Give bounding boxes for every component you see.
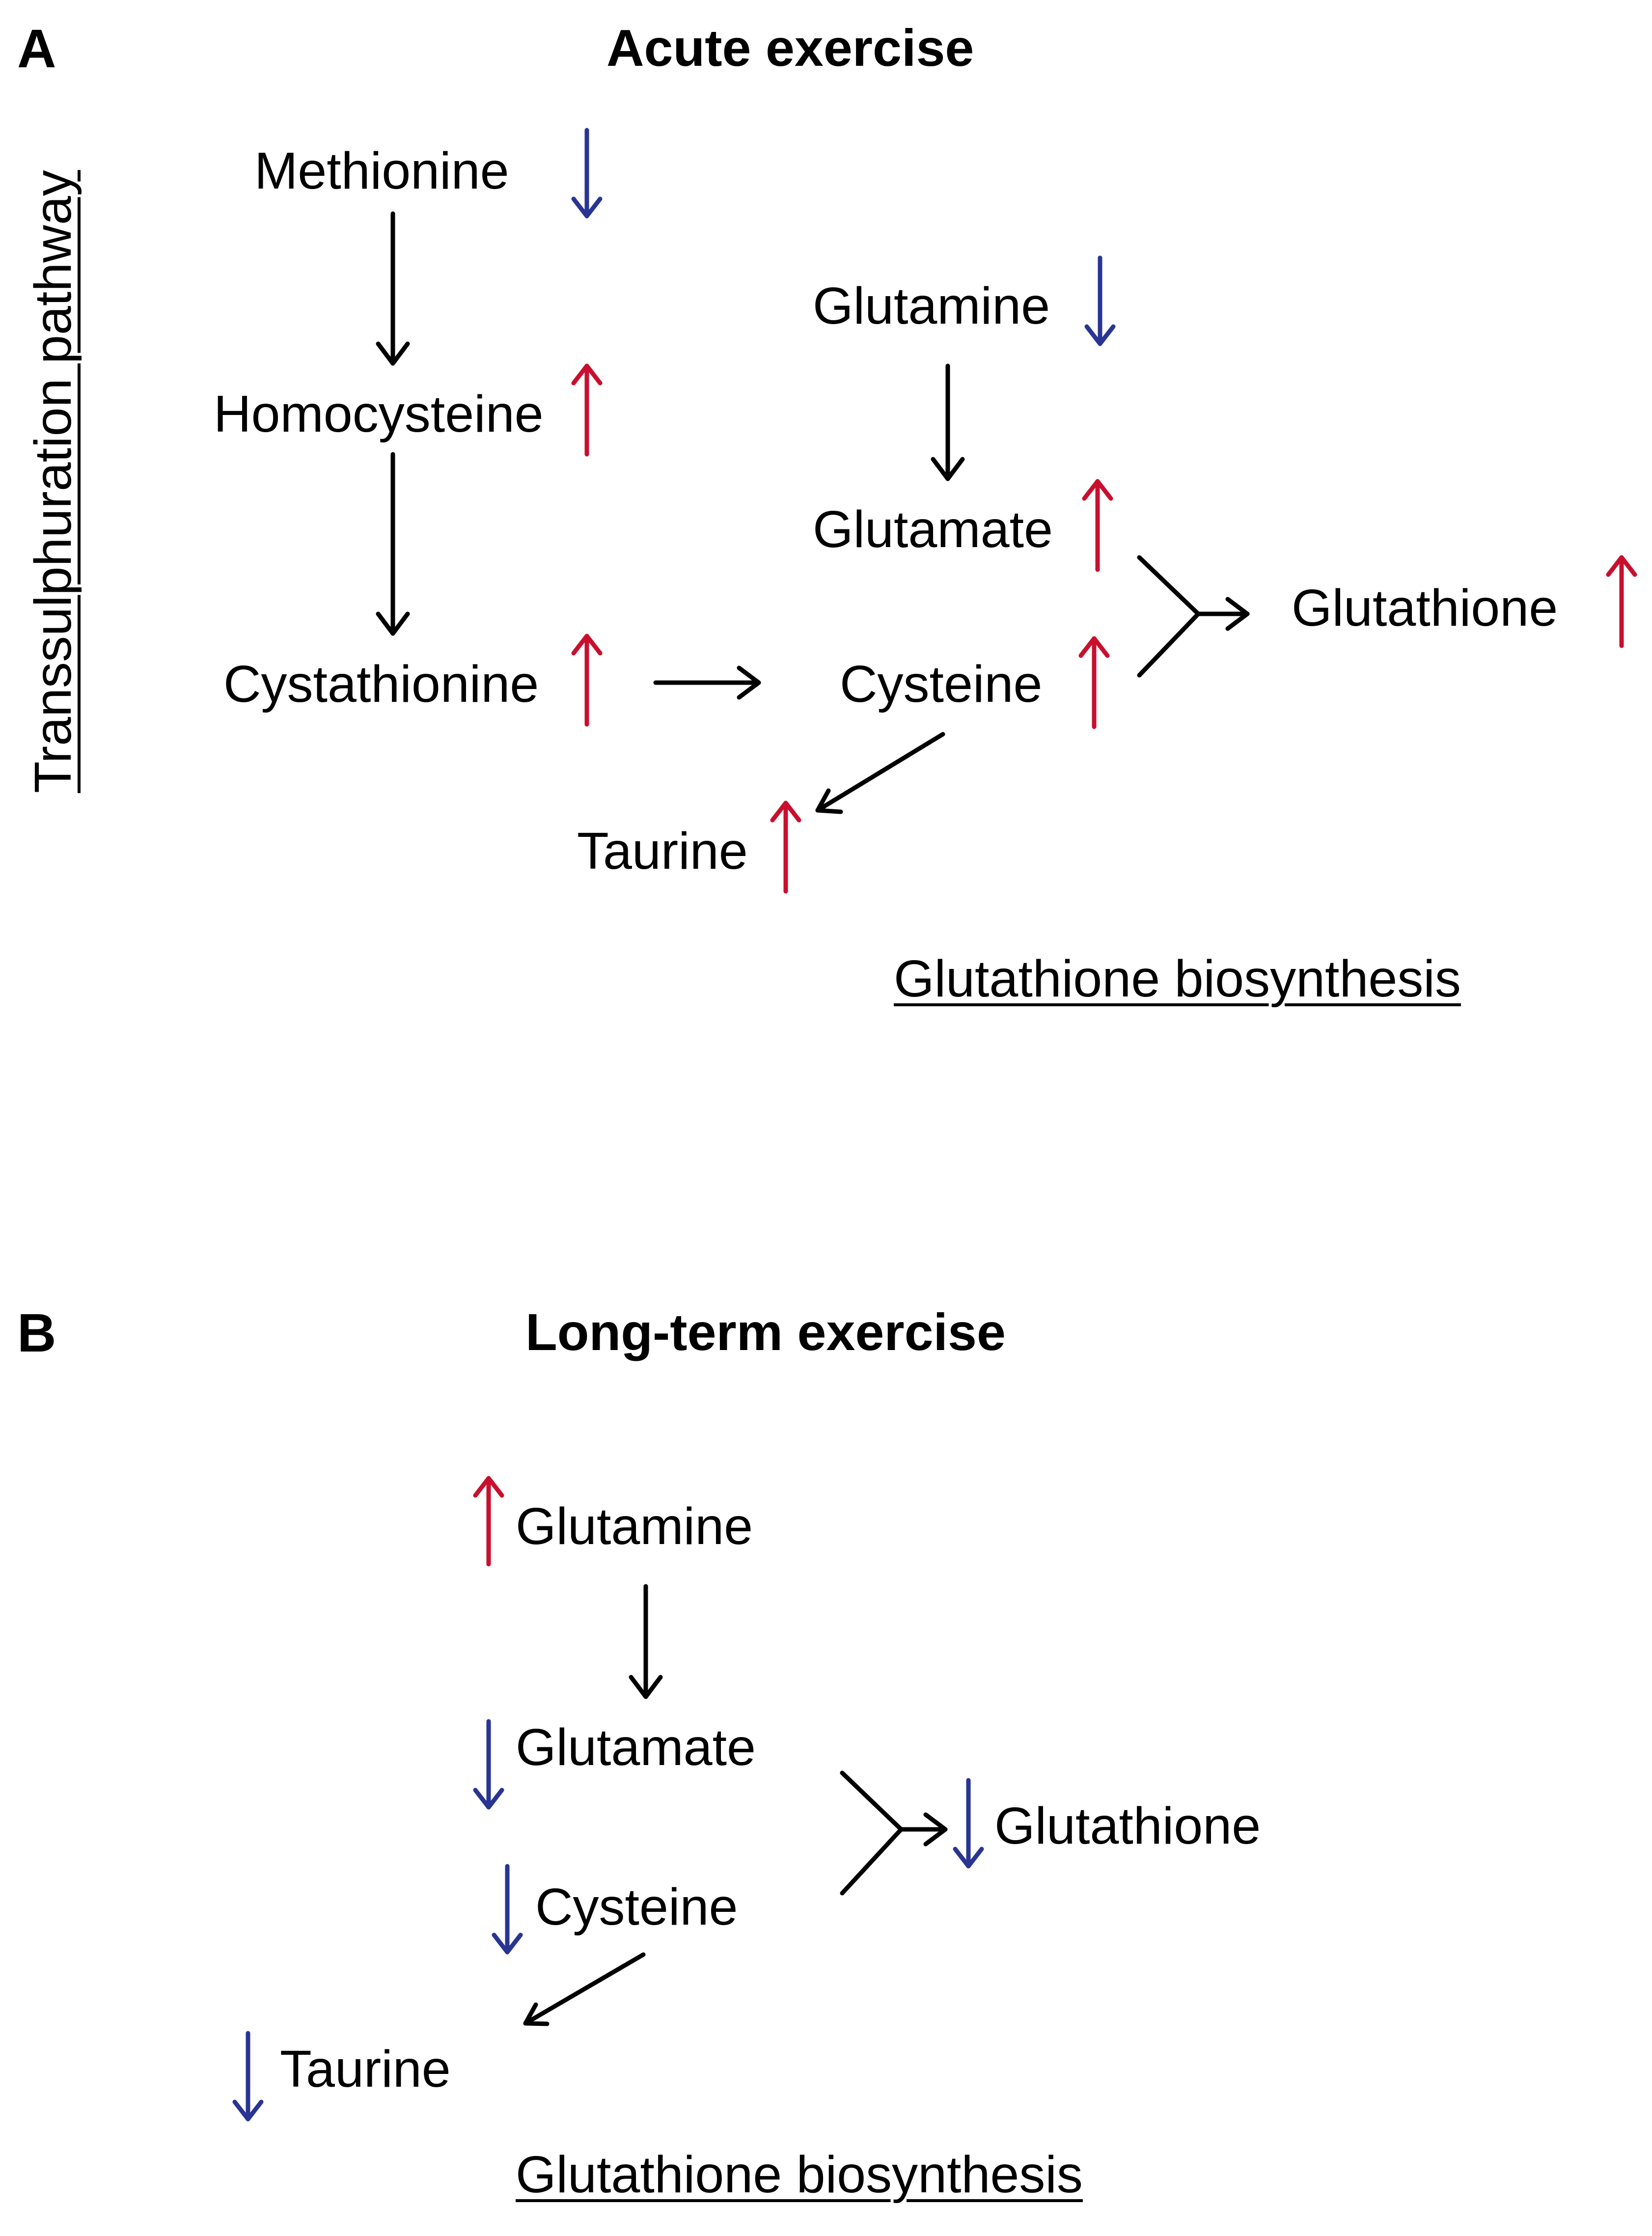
b-cysteine-down-arrow-icon <box>492 1864 523 1955</box>
b-glutamine-to-glutamate-arrow <box>629 1584 663 1699</box>
a-merge-to-glutathione-arrow <box>1137 555 1250 678</box>
a-methionine-to-homocysteine-arrow <box>376 211 410 366</box>
a-taurine-label: Taurine <box>577 822 748 880</box>
a-glutathione-up-arrow-icon <box>1606 555 1637 648</box>
a-cystathionine-label: Cystathionine <box>223 655 539 713</box>
a-homocysteine-label: Homocysteine <box>214 385 544 443</box>
b-cysteine-label: Cysteine <box>535 1878 738 1936</box>
b-glutamine-label: Glutamine <box>516 1497 753 1555</box>
a-cysteine-up-arrow-icon <box>1078 636 1110 729</box>
a-glutamine-to-glutamate-arrow <box>931 363 965 481</box>
a-glutamine-down-arrow-icon <box>1084 255 1116 346</box>
b-glutamate-label: Glutamate <box>516 1718 756 1776</box>
panel-b-title: Long-term exercise <box>525 1303 1006 1361</box>
b-glutathione-down-arrow-icon <box>953 1778 984 1869</box>
a-cystathionine-up-arrow-icon <box>571 634 603 727</box>
a-cystathionine-to-cysteine-arrow <box>653 665 761 700</box>
panel-a-title: Acute exercise <box>606 19 974 77</box>
b-cysteine-to-taurine-arrow <box>523 1952 646 2026</box>
a-glutamate-up-arrow-icon <box>1082 479 1113 572</box>
a-glutathione-label: Glutathione <box>1292 579 1558 637</box>
a-homocysteine-to-cystathionine-arrow <box>376 452 410 636</box>
b-glutathione-label: Glutathione <box>994 1797 1261 1855</box>
panel-a-caption: Glutathione biosynthesis <box>894 950 1461 1008</box>
b-taurine-down-arrow-icon <box>232 2031 264 2122</box>
a-glutamine-label: Glutamine <box>813 277 1050 335</box>
b-glutamine-up-arrow-icon <box>473 1476 504 1567</box>
a-methionine-down-arrow-icon <box>571 128 603 219</box>
a-taurine-up-arrow-icon <box>770 801 801 894</box>
a-methionine-label: Methionine <box>254 142 509 200</box>
panel-b-caption: Glutathione biosynthesis <box>516 2146 1083 2204</box>
a-glutamate-label: Glutamate <box>813 500 1053 558</box>
a-cysteine-to-taurine-arrow <box>815 732 945 814</box>
a-cysteine-label: Cysteine <box>840 655 1043 713</box>
a-homocysteine-up-arrow-icon <box>571 363 603 457</box>
b-glutamate-down-arrow-icon <box>473 1719 504 1810</box>
b-merge-to-glutathione-arrow <box>840 1770 948 1896</box>
b-taurine-label: Taurine <box>280 2040 451 2098</box>
panel-a-letter: A <box>17 19 56 79</box>
panel-b-letter: B <box>17 1303 56 1363</box>
